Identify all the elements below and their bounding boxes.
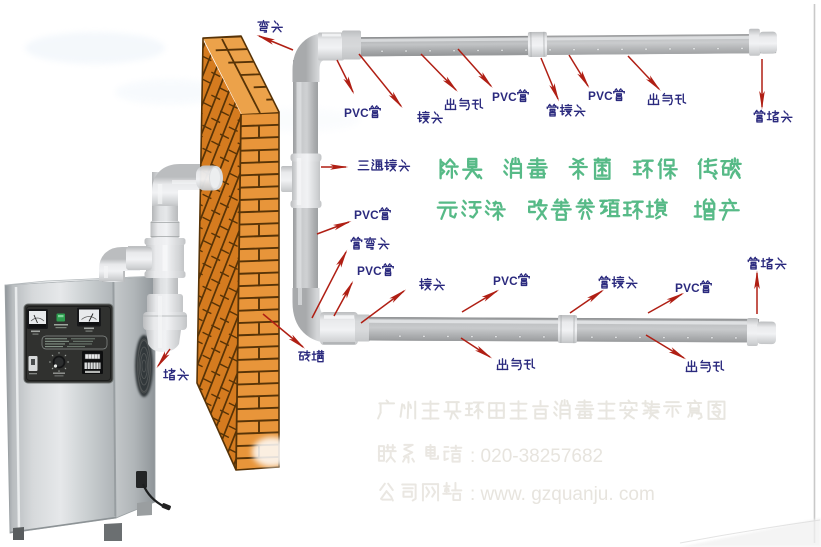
svg-text:PVC: PVC bbox=[357, 264, 382, 278]
svg-text:PVC: PVC bbox=[588, 89, 613, 103]
svg-text:PVC: PVC bbox=[492, 90, 517, 104]
svg-text:PVC: PVC bbox=[493, 274, 518, 288]
svg-text:PVC: PVC bbox=[675, 281, 700, 295]
svg-text:PVC: PVC bbox=[344, 106, 369, 120]
svg-text:: www. gzquanju. com: : www. gzquanju. com bbox=[470, 484, 655, 505]
svg-text:PVC: PVC bbox=[354, 208, 379, 222]
svg-text:: 020-38257682: : 020-38257682 bbox=[470, 446, 603, 467]
